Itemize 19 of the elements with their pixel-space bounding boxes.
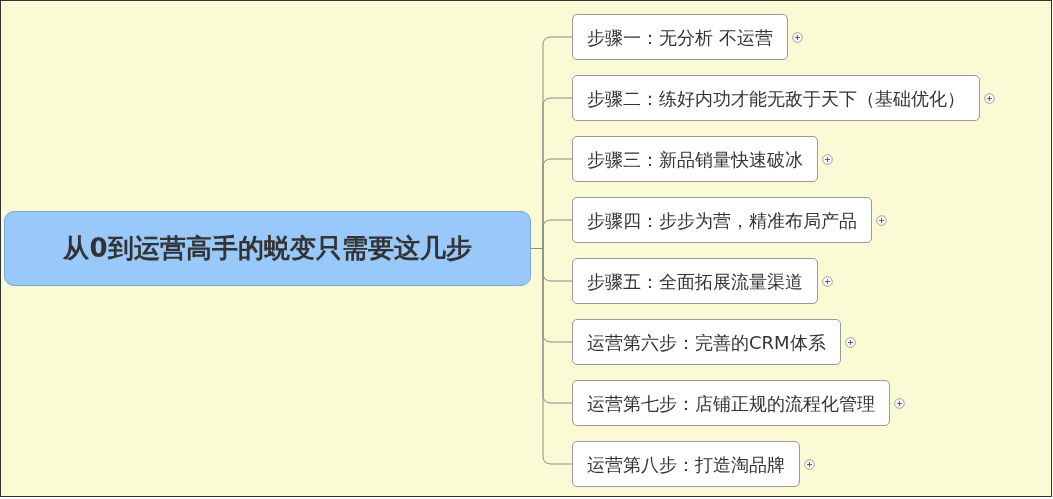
connector-line	[530, 248, 573, 465]
subtopic-box	[572, 75, 980, 121]
subtopic-box	[572, 380, 890, 426]
subtopic-text: 步骤四：步步为营，精准布局产品	[587, 208, 857, 233]
central-topic	[4, 211, 531, 286]
subtopic-text: 步骤五：全面拓展流量渠道	[587, 269, 803, 294]
subtopic-text: 步骤三：新品销量快速破冰	[587, 147, 803, 172]
subtopic-box	[572, 197, 872, 243]
subtopic-box	[572, 319, 841, 365]
topic-title: 从0到运营高手的蜕变只需要这几步	[63, 232, 472, 265]
subtopic-box	[572, 441, 800, 487]
subtopic-box	[572, 136, 818, 182]
subtopic-text: 步骤二：练好内功才能无敌于天下（基础优化）	[587, 86, 965, 111]
subtopic-text: 运营第六步：完善的CRM体系	[587, 330, 826, 355]
subtopic-text: 运营第七步：店铺正规的流程化管理	[587, 391, 875, 416]
subtopic-text: 运营第八步：打造淘品牌	[587, 452, 785, 477]
subtopic-text: 步骤一：无分析 不运营	[587, 25, 773, 50]
subtopic-box	[572, 14, 788, 60]
subtopic-box	[572, 258, 818, 304]
